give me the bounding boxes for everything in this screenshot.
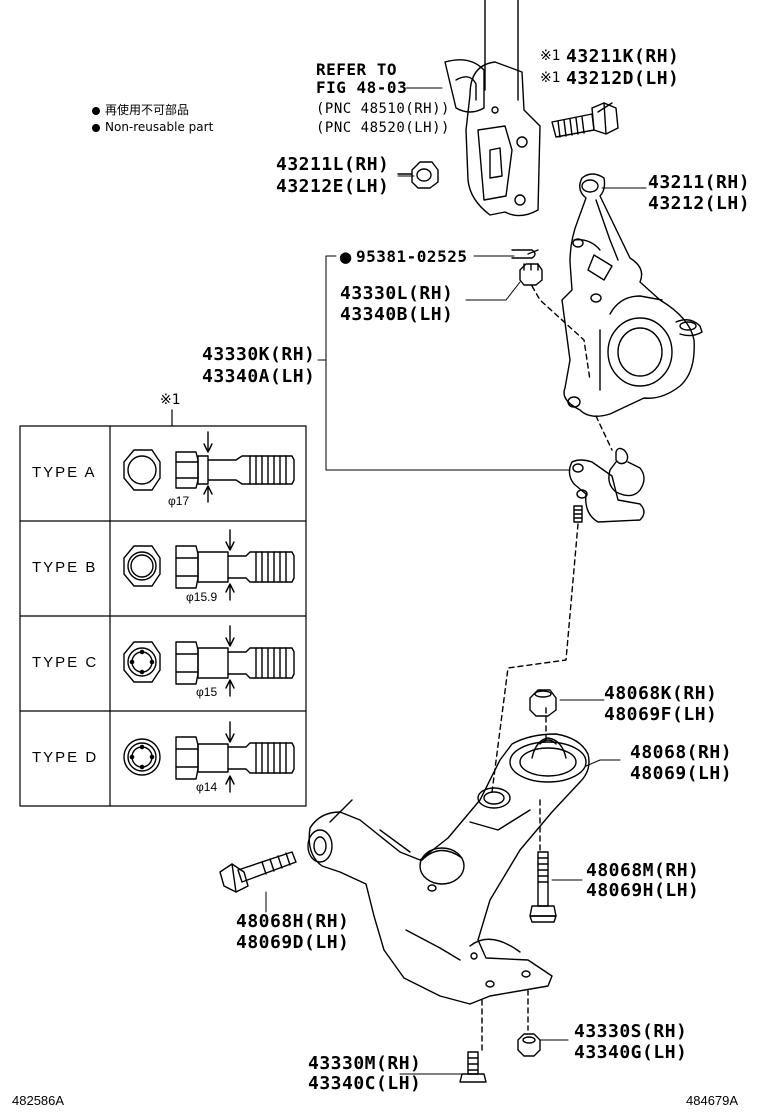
part-number-rh: 43330M(RH)	[308, 1053, 422, 1074]
refer-line-2[interactable]: FIG 48-03	[316, 78, 408, 97]
type-table-grid	[19, 409, 307, 807]
part-number-rh: 48068M(RH)	[586, 860, 700, 881]
cotter-pin-illustration	[511, 249, 539, 259]
part-number-rh: 48068H(RH)	[236, 911, 350, 932]
part-number-rh: 43211(RH)	[648, 172, 751, 193]
front-bolt-illustration	[219, 851, 297, 893]
part-number-rh: 43330K(RH)	[202, 344, 316, 365]
part-number-lh: 43340G(LH)	[574, 1042, 688, 1063]
part-number-rh: 43211K(RH)	[566, 46, 680, 67]
part-number-lh: 48069D(LH)	[236, 932, 350, 953]
part-number-rh: 43330L(RH)	[340, 283, 454, 304]
note-mark: ※1	[540, 70, 561, 86]
strut-illustration	[444, 0, 541, 217]
legend-bullet-icon	[92, 107, 100, 115]
castle-nut-illustration	[519, 263, 543, 286]
type-d-drawing	[123, 721, 295, 793]
type-b-drawing	[123, 529, 295, 601]
note-mark: ※1	[540, 48, 561, 64]
legend-bullet-icon	[92, 124, 100, 132]
bottom-bolt-illustration	[459, 1051, 487, 1083]
top-bolt-illustration	[551, 102, 619, 138]
type-b-label: TYPE B	[32, 559, 98, 576]
knuckle-illustration	[561, 173, 703, 417]
part-number-rh: 43330S(RH)	[574, 1021, 688, 1042]
refer-line-4: (PNC 48520(LH))	[316, 120, 450, 136]
part-number-rh: 48068(RH)	[630, 742, 733, 763]
type-a-drawing	[123, 431, 295, 503]
legend-reusable-en: Non-reusable part	[105, 120, 214, 134]
non-reusable-bullet-icon: ●	[339, 248, 353, 266]
type-c-label: TYPE C	[32, 654, 99, 671]
type-table-mark: ※1	[160, 392, 181, 408]
footer-code-left: 482586A	[12, 1093, 65, 1108]
top-nut-illustration	[397, 161, 439, 189]
type-a-label: TYPE A	[32, 464, 97, 481]
part-number-rh: 43211L(RH)	[276, 154, 390, 175]
part-number-lh: 48069F(LH)	[604, 704, 718, 725]
bottom-nut-illustration	[517, 1033, 541, 1057]
part-number: 95381-02525	[356, 247, 468, 266]
part-number-rh: 48068K(RH)	[604, 683, 718, 704]
vertical-bolt-illustration	[529, 851, 557, 923]
leader-lines	[265, 87, 647, 1075]
part-number-lh: 48069(LH)	[630, 763, 733, 784]
refer-line-1: REFER TO	[316, 60, 398, 79]
legend-reusable-jp: 再使用不可部品	[105, 103, 190, 117]
refer-line-3: (PNC 48510(RH))	[316, 101, 450, 117]
type-c-drawing	[123, 625, 295, 697]
dashed-guides	[481, 285, 613, 1051]
part-number-lh: 43212(LH)	[648, 193, 751, 214]
type-d-label: TYPE D	[32, 749, 99, 766]
footer-code-right: 484679A	[686, 1093, 739, 1108]
part-number-lh: 43340C(LH)	[308, 1073, 422, 1094]
part-number-lh: 48069H(LH)	[586, 880, 700, 901]
ball-joint-illustration	[568, 447, 645, 523]
lower-arm-illustration	[307, 689, 590, 1005]
part-number-lh: 43340A(LH)	[202, 366, 316, 387]
part-number-lh: 43212D(LH)	[566, 68, 680, 89]
type-d-diameter: φ14	[196, 780, 218, 794]
part-number-lh: 43340B(LH)	[340, 304, 454, 325]
type-b-diameter: φ15.9	[186, 590, 218, 604]
type-a-diameter: φ17	[168, 494, 190, 508]
part-number-lh: 43212E(LH)	[276, 176, 390, 197]
type-c-diameter: φ15	[196, 685, 218, 699]
